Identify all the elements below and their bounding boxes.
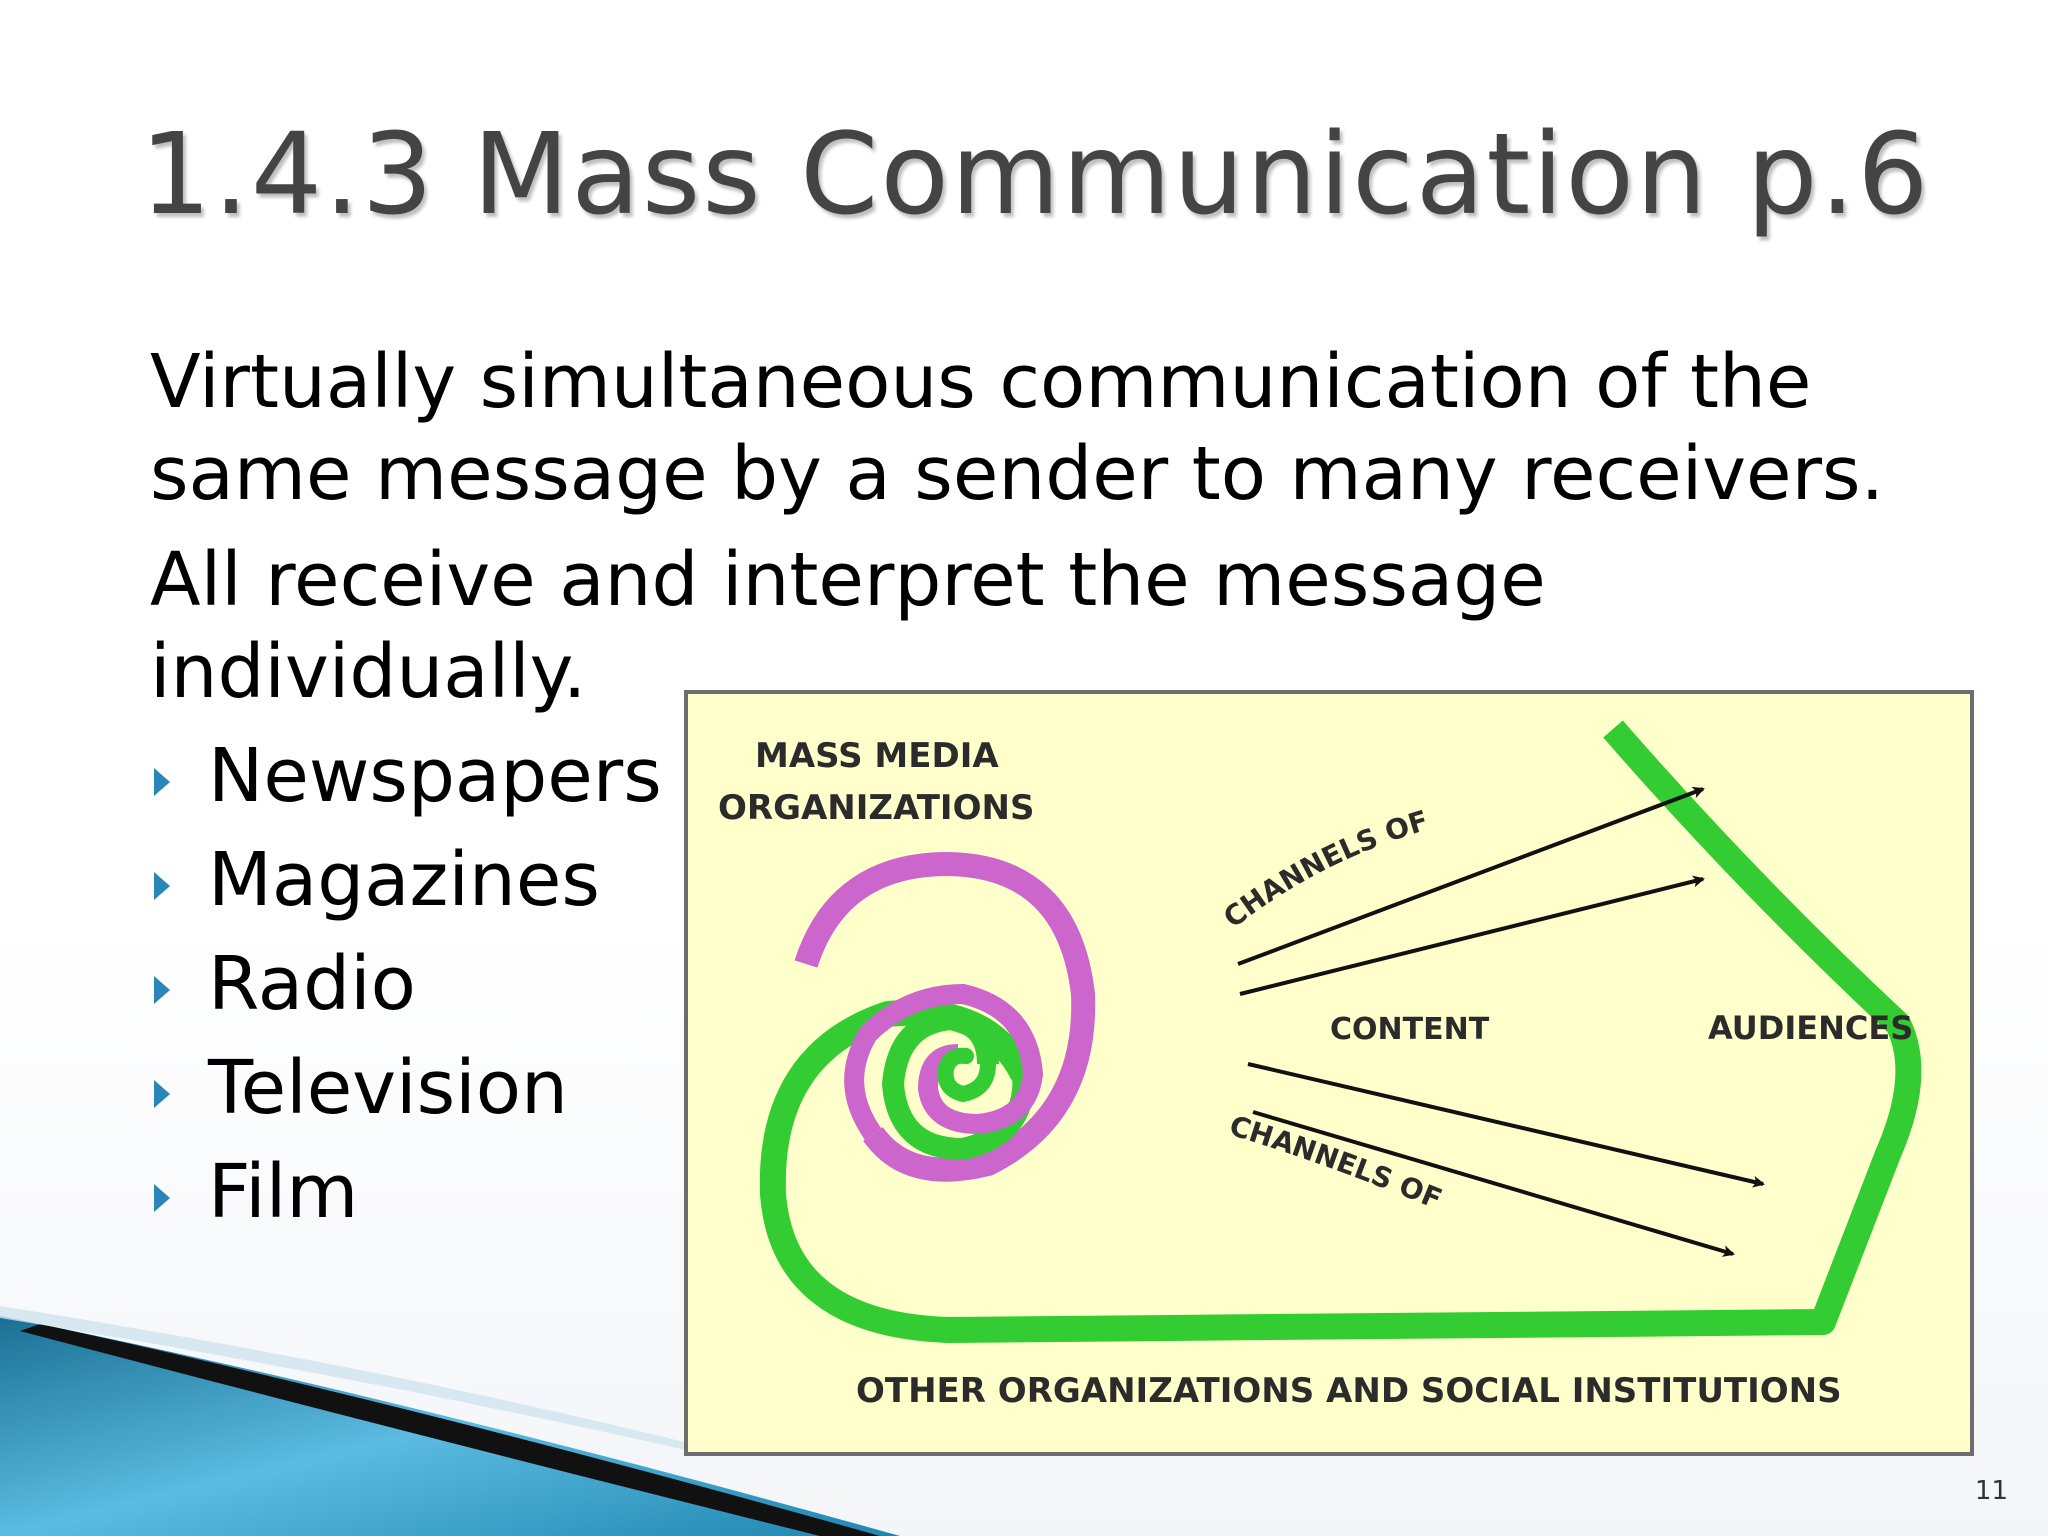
body-paragraph: Virtually simultaneous communication of … [150,336,1884,520]
mass-media-label: MASS MEDIA [755,736,999,776]
content-label: CONTENT [1330,1012,1490,1047]
distribution-arrow [1239,875,1705,996]
body-paragraph: All receive and interpret the message in… [150,534,1546,718]
list-item-label: Television [208,1045,568,1131]
purple-outer-arc [794,851,1096,1182]
mass-media-label: ORGANIZATIONS [718,788,1034,828]
bullet-arrow-icon [154,768,170,796]
bullet-arrow-icon [154,1080,170,1108]
page-number: 11 [1974,1476,2008,1506]
bullet-arrow-icon [154,1184,170,1212]
list-item-label: Radio [208,941,416,1027]
paragraph-line: All receive and interpret the message [150,537,1546,623]
list-item-label: Magazines [208,837,600,923]
list-item-label: Newspapers [208,733,662,819]
distribution-arrow [1247,1062,1765,1188]
distribution-arrow [1237,786,1705,966]
other-organizations-label: OTHER ORGANIZATIONS AND SOCIAL INSTITUTI… [856,1371,1842,1411]
list-item-label: Film [208,1149,359,1235]
bullet-arrow-icon [154,872,170,900]
purple-inner-spiral [844,983,1044,1140]
paragraph-line: same message by a sender to many receive… [150,431,1885,517]
decorative-swoosh [0,1306,900,1536]
paragraph-line: individually. [150,629,587,715]
green-center-curl [937,1047,996,1103]
distribution-arrow [1252,1110,1735,1257]
paragraph-line: Virtually simultaneous communication of … [150,339,1812,425]
audiences-label: AUDIENCES [1708,1009,1913,1047]
green-inner-spiral [881,1007,1035,1161]
mass-communication-diagram: MASS MEDIA ORGANIZATIONS CHANNELS OF DIS… [684,690,1974,1456]
bullet-arrow-icon [154,976,170,1004]
slide-title: 1.4.3 Mass Communication p.6 [140,110,1931,240]
